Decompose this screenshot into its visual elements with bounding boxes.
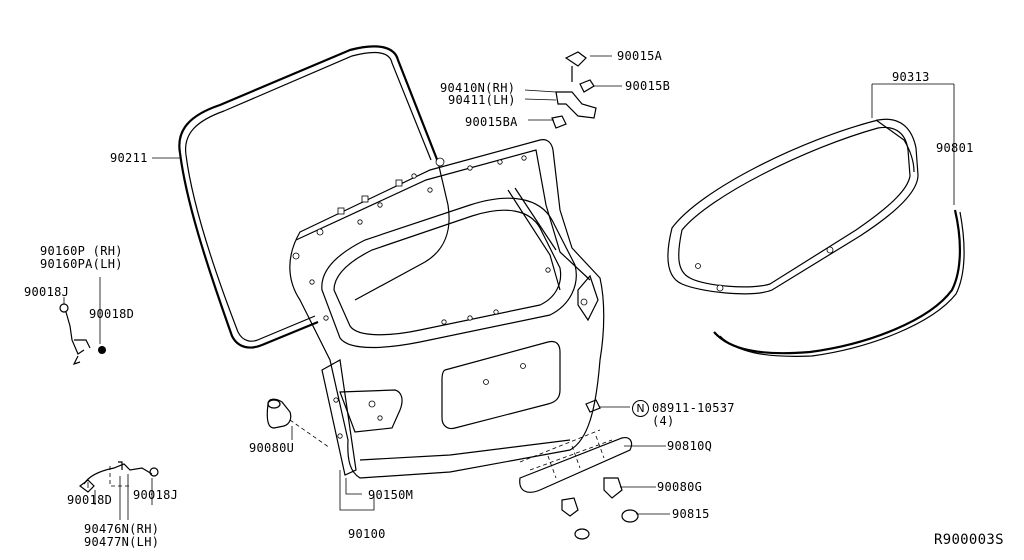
label-90100: 90100 — [348, 527, 386, 541]
diagram-reference-code: R900003S — [934, 532, 1004, 548]
label-90018j-bottom: 90018J — [133, 488, 179, 502]
label-90477n: 90477N(LH) — [84, 535, 160, 549]
hinge-drawing — [551, 51, 597, 129]
label-90018d-bottom: 90018D — [67, 493, 113, 507]
finisher-garnish-drawing — [519, 399, 633, 493]
label-90815: 90815 — [672, 507, 710, 521]
rear-glass-drawing — [667, 118, 919, 295]
label-08911-10537: 08911-10537 — [652, 401, 735, 415]
leader-lines — [63, 55, 955, 520]
back-door-panel-drawing — [289, 139, 605, 479]
stay-bracket-drawing — [59, 303, 106, 366]
label-90150m: 90150M — [368, 488, 414, 502]
label-90410n: 90410N(RH) — [440, 81, 516, 95]
label-90160p: 90160P (RH) — [40, 244, 123, 258]
label-90080g: 90080G — [657, 480, 703, 494]
lower-stay-drawing — [79, 461, 159, 493]
label-08911-quantity: (4) — [652, 414, 675, 428]
label-90080u: 90080U — [249, 441, 295, 455]
label-90018j-top: 90018J — [24, 285, 70, 299]
grommet-drawing — [561, 477, 639, 540]
weatherstrip-seal-drawing — [178, 45, 450, 349]
label-90476n: 90476N(RH) — [84, 522, 160, 536]
label-90015a: 90015A — [617, 49, 663, 63]
label-90810q: 90810Q — [667, 439, 713, 453]
label-90411: 90411(LH) — [448, 93, 516, 107]
glass-molding-drawing — [713, 209, 965, 357]
label-90015b: 90015B — [625, 79, 671, 93]
nut-symbol-icon: N — [632, 400, 649, 417]
label-90160pa: 90160PA(LH) — [40, 257, 123, 271]
bumper-rubber-drawing — [266, 398, 292, 429]
label-90211: 90211 — [110, 151, 148, 165]
label-90801: 90801 — [936, 141, 974, 155]
label-90313: 90313 — [892, 70, 930, 84]
label-90018d-top: 90018D — [89, 307, 135, 321]
label-90015ba: 90015BA — [465, 115, 518, 129]
